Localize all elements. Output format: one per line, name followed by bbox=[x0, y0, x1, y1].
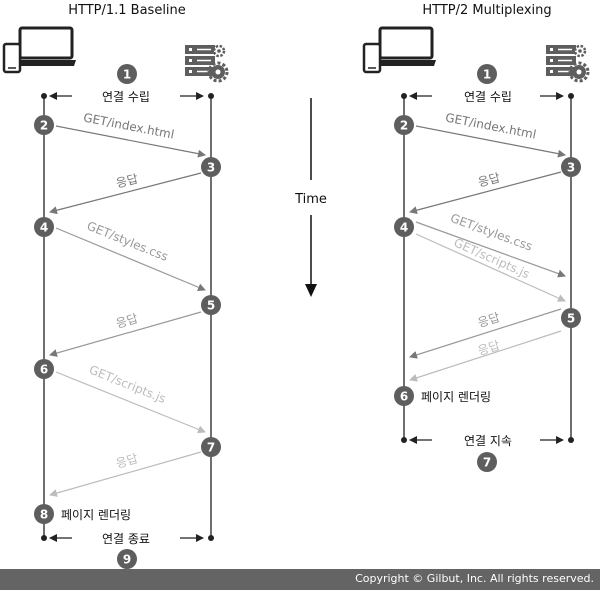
http2-client-dot-bottom bbox=[401, 437, 407, 443]
http2-step-badge: 1 bbox=[477, 64, 497, 84]
http2-server-icon bbox=[544, 43, 590, 83]
http2-step-badge: 7 bbox=[477, 452, 497, 472]
http2-response-2-arrow bbox=[409, 308, 562, 359]
time-arrowhead bbox=[305, 284, 317, 297]
http2-request-index-arrow bbox=[415, 125, 566, 158]
http1-client-dot-top bbox=[41, 93, 47, 99]
http1-server-icon bbox=[183, 43, 229, 83]
http2-step-badge: 4 bbox=[394, 217, 414, 237]
svg-text:1: 1 bbox=[123, 68, 131, 82]
http1-request-scripts-arrow bbox=[55, 371, 206, 434]
http2-step-badge: 6 bbox=[394, 386, 414, 406]
http2-step-badge: 5 bbox=[561, 308, 581, 328]
http1-step-badge: 4 bbox=[34, 217, 54, 237]
http2-laptop-icon bbox=[362, 26, 438, 74]
http2-response-2-label: 응답 bbox=[476, 310, 501, 330]
svg-text:6: 6 bbox=[40, 363, 48, 377]
http2-server-dot-bottom bbox=[568, 437, 574, 443]
svg-text:9: 9 bbox=[123, 553, 131, 567]
http2-client-dot-top bbox=[401, 93, 407, 99]
http2-render-label: 페이지 렌더링 bbox=[421, 390, 491, 404]
http1-step-badge: 9 bbox=[117, 549, 137, 569]
svg-text:5: 5 bbox=[207, 299, 215, 313]
svg-text:6: 6 bbox=[400, 390, 408, 404]
http1-server-dot-top bbox=[208, 93, 214, 99]
http-comparison-diagram: HTTP/1.1 Baseline 연결 수립 GET/index.html 응… bbox=[2, 3, 590, 569]
http1-laptop-icon bbox=[2, 26, 78, 74]
http1-step-badge: 5 bbox=[201, 295, 221, 315]
http1-request-styles-arrow bbox=[55, 227, 206, 292]
http1-step-badge: 7 bbox=[201, 437, 221, 457]
svg-text:7: 7 bbox=[483, 456, 491, 470]
http1-step-badge: 1 bbox=[117, 64, 137, 84]
http2-persist-label: 연결 지속 bbox=[464, 434, 512, 448]
time-label: Time bbox=[294, 192, 327, 207]
svg-text:2: 2 bbox=[400, 119, 408, 133]
http1-client-dot-bottom bbox=[41, 535, 47, 541]
http1-response-2-label: 응답 bbox=[114, 311, 139, 331]
http1-request-index-arrow bbox=[55, 125, 206, 158]
svg-text:5: 5 bbox=[567, 312, 575, 326]
http2-server-dot-top bbox=[568, 93, 574, 99]
http2-request-scripts-arrow bbox=[415, 233, 566, 302]
svg-text:4: 4 bbox=[40, 221, 48, 235]
http2-step-badge: 3 bbox=[561, 157, 581, 177]
http2-request-styles-arrow bbox=[415, 221, 566, 278]
http1-close-label: 연결 종료 bbox=[102, 532, 150, 546]
http2-title: HTTP/2 Multiplexing bbox=[422, 3, 551, 18]
svg-text:7: 7 bbox=[207, 441, 215, 455]
http1-step-badge: 2 bbox=[34, 115, 54, 135]
http2-response-3-arrow bbox=[409, 330, 562, 382]
svg-text:2: 2 bbox=[40, 119, 48, 133]
http1-title: HTTP/1.1 Baseline bbox=[68, 3, 186, 18]
http1-step-badge: 6 bbox=[34, 359, 54, 379]
svg-text:3: 3 bbox=[567, 161, 575, 175]
http1-step-badge: 8 bbox=[34, 504, 54, 524]
http1-request-index-label: GET/index.html bbox=[82, 110, 175, 141]
http2-response-1-arrow bbox=[409, 171, 562, 215]
http1-response-3-arrow bbox=[49, 451, 202, 497]
http1-response-1-arrow bbox=[49, 172, 202, 215]
copyright-text: Copyright © Gilbut, Inc. All rights rese… bbox=[355, 572, 594, 585]
http1-request-scripts-label: GET/scripts.js bbox=[87, 363, 168, 406]
http2-response-1-label: 응답 bbox=[477, 171, 502, 190]
copyright-bar: Copyright © Gilbut, Inc. All rights rese… bbox=[0, 569, 600, 590]
http2-step-badge: 2 bbox=[394, 115, 414, 135]
http1-response-3-label: 응답 bbox=[114, 451, 139, 471]
http1-server-dot-bottom bbox=[208, 535, 214, 541]
svg-text:3: 3 bbox=[207, 161, 215, 175]
http2-connect-label: 연결 수립 bbox=[464, 90, 512, 104]
http1-response-1-label: 응답 bbox=[115, 172, 140, 191]
http1-connect-label: 연결 수립 bbox=[102, 90, 150, 104]
http1-render-label: 페이지 렌더링 bbox=[61, 508, 131, 522]
svg-text:8: 8 bbox=[40, 508, 48, 522]
http2-request-index-label: GET/index.html bbox=[444, 110, 537, 141]
http1-response-2-arrow bbox=[49, 311, 202, 357]
http1-step-badge: 3 bbox=[201, 157, 221, 177]
http2-response-3-label: 응답 bbox=[476, 338, 501, 358]
svg-text:4: 4 bbox=[400, 221, 408, 235]
svg-text:1: 1 bbox=[483, 68, 491, 82]
